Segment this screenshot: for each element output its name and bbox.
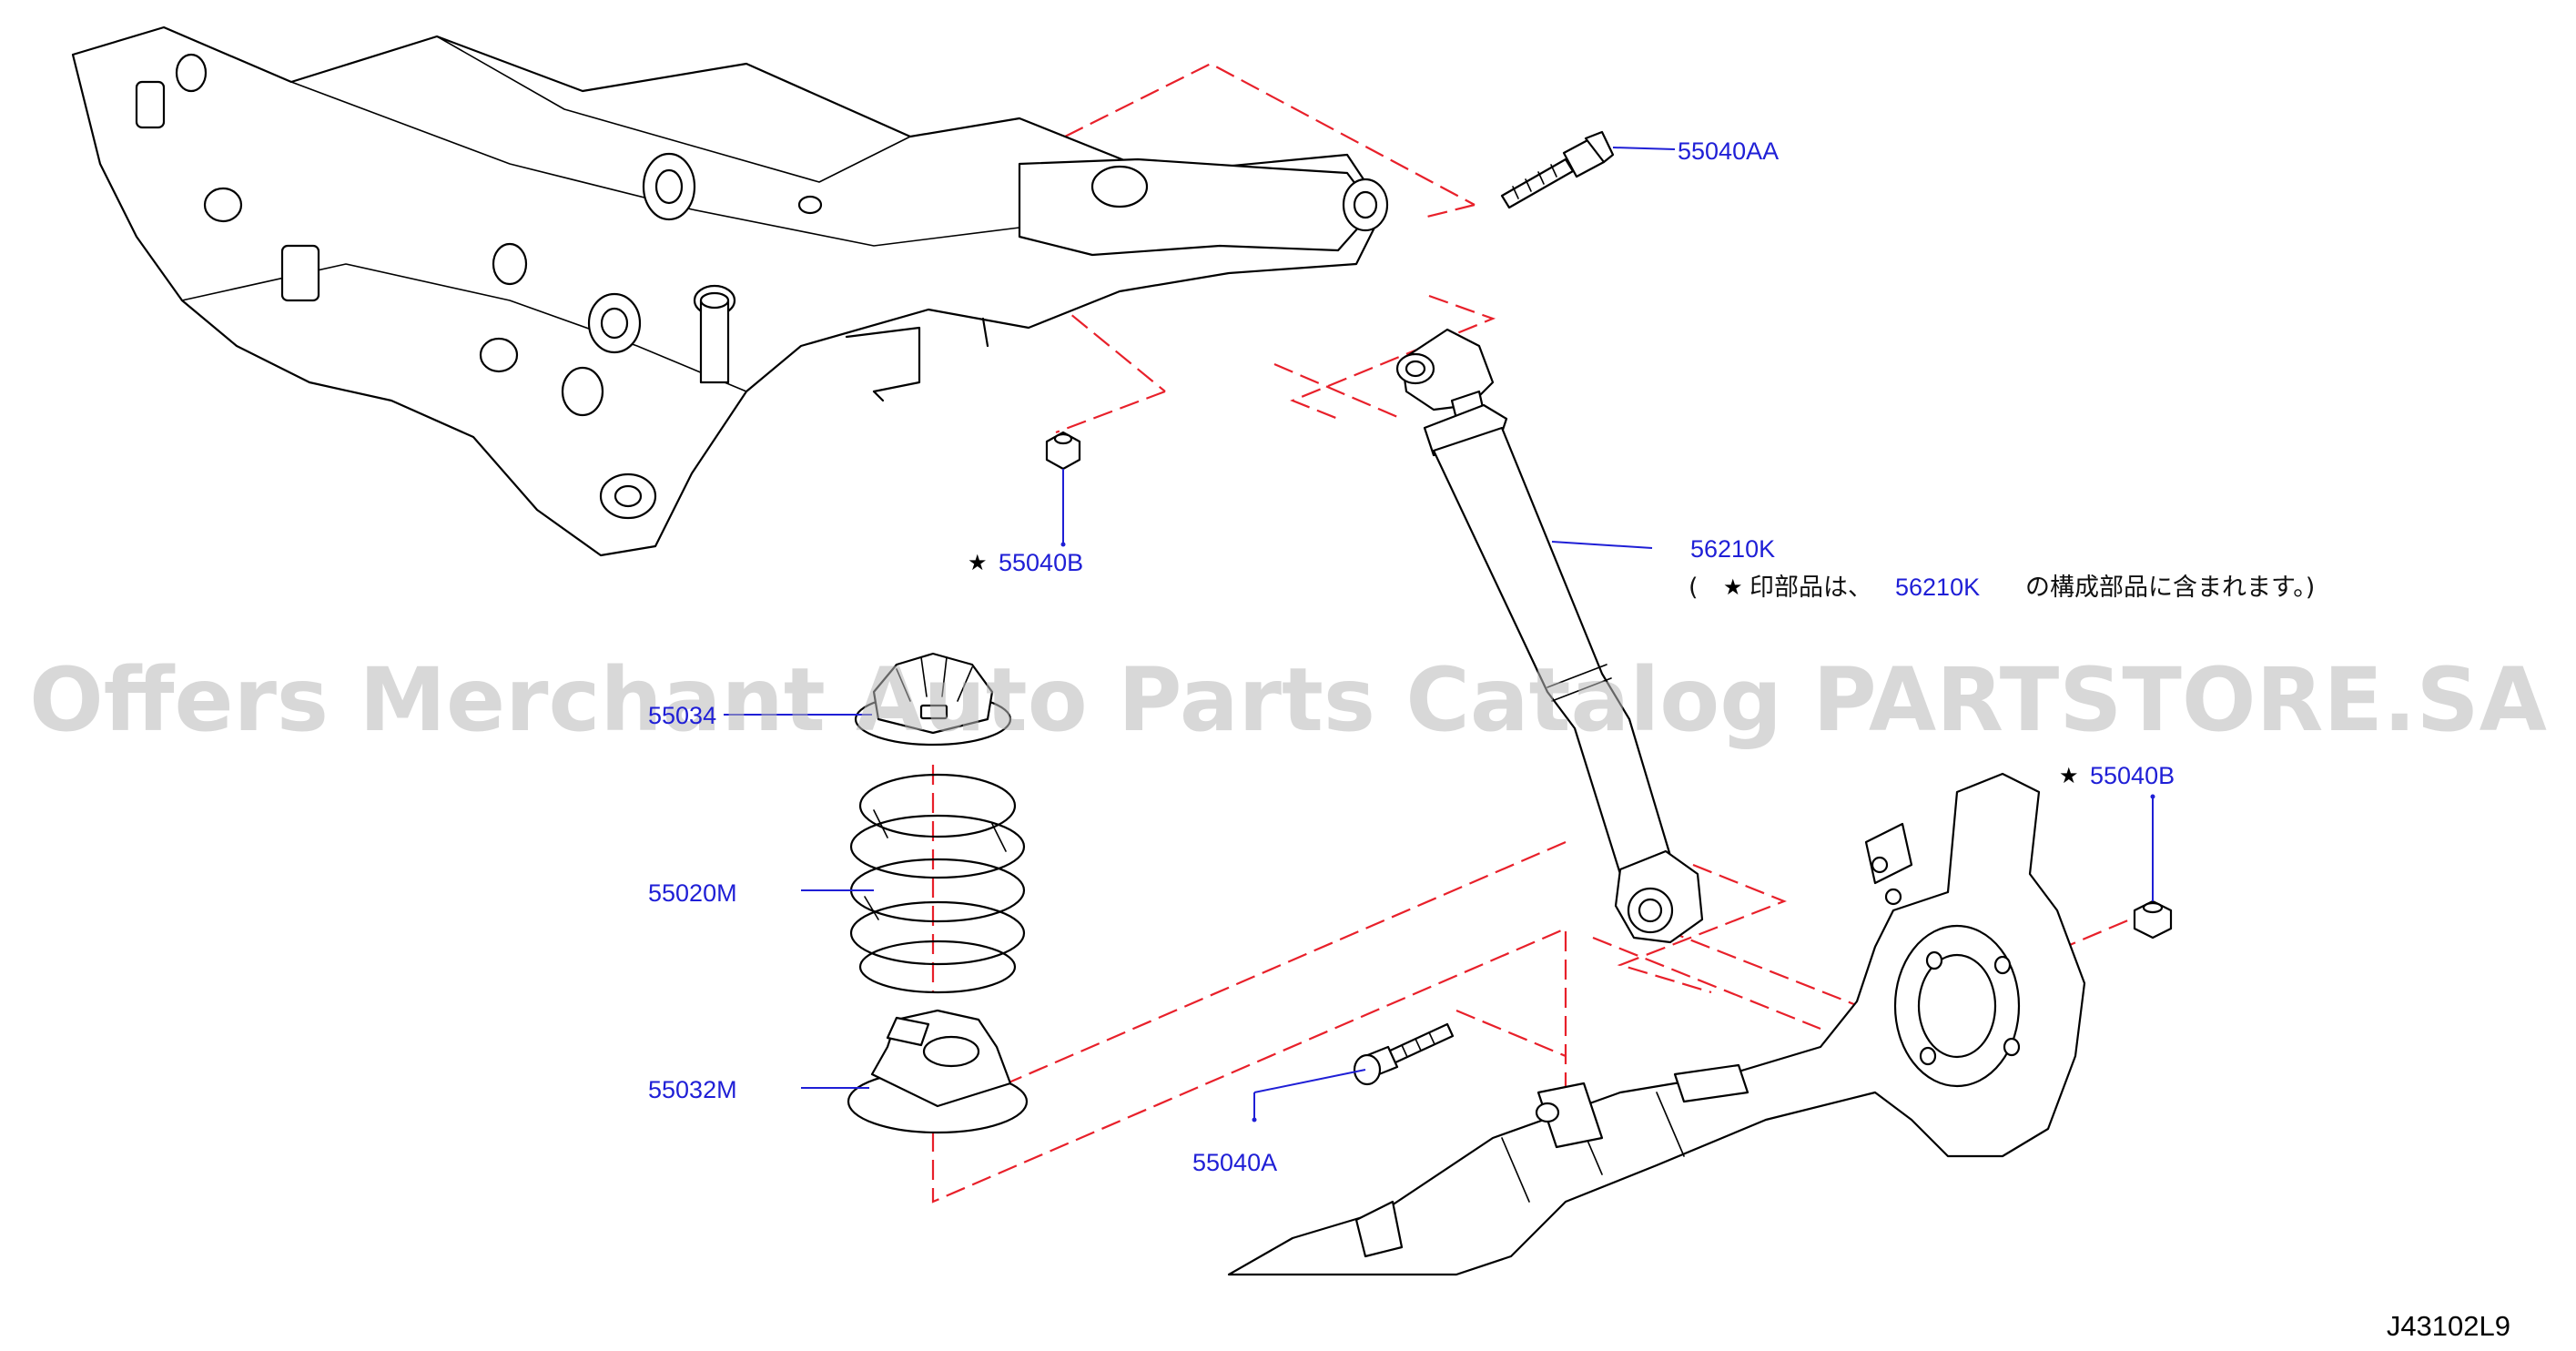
label-bolt-upper[interactable]: 55040AA bbox=[1678, 137, 1779, 165]
label-nut-left[interactable]: 55040B bbox=[999, 549, 1083, 576]
label-coil-spring[interactable]: 55020M bbox=[648, 879, 737, 907]
knuckle-nut-right[interactable] bbox=[2133, 899, 2173, 940]
star-icon: ★ bbox=[968, 550, 988, 575]
leader-lines bbox=[724, 147, 2155, 1122]
note-suffix: の構成部品に含まれます。) bbox=[2025, 574, 2315, 602]
spring-upper-seat[interactable] bbox=[854, 652, 1012, 747]
note-open-paren: ( bbox=[1689, 574, 1699, 602]
shock-absorber[interactable] bbox=[1395, 328, 1704, 944]
diagram-code: J43102L9 bbox=[2387, 1310, 2510, 1342]
lower-mount-bolt[interactable] bbox=[1353, 1022, 1455, 1086]
watermark-text: Offers Merchant Auto Parts Catalog PARTS… bbox=[29, 649, 2547, 751]
label-nut-right[interactable]: 55040B bbox=[2090, 762, 2175, 789]
rear-crossmember[interactable] bbox=[71, 25, 1389, 557]
label-upper-seat[interactable]: 55034 bbox=[648, 702, 716, 729]
upper-mount-bolt[interactable] bbox=[1500, 130, 1615, 209]
note-star-icon: ★ bbox=[1723, 574, 1743, 600]
note-prefix: 印部品は、 bbox=[1749, 574, 1872, 602]
label-shock-absorber[interactable]: 56210K bbox=[1690, 535, 1775, 563]
spring-lower-seat[interactable] bbox=[847, 1009, 1029, 1134]
upper-nut-left[interactable] bbox=[1045, 431, 1081, 471]
star-icon-right: ★ bbox=[2059, 763, 2079, 788]
label-lower-seat[interactable]: 55032M bbox=[648, 1076, 737, 1103]
label-bolt-lower[interactable]: 55040A bbox=[1192, 1149, 1277, 1176]
note-part-number[interactable]: 56210K bbox=[1895, 574, 1980, 601]
coil-spring[interactable] bbox=[849, 773, 1026, 994]
rear-knuckle-and-lower-arm[interactable] bbox=[1227, 772, 2086, 1276]
